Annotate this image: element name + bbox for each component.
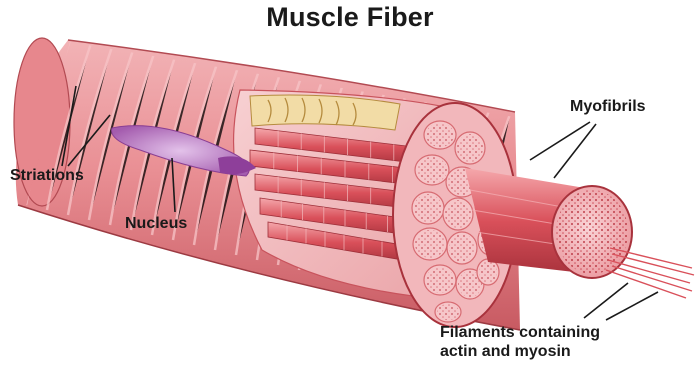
extended-myofibril — [465, 168, 632, 278]
myofibril-dots — [426, 123, 454, 147]
label-filaments-line2: actin and myosin — [440, 342, 600, 361]
myofibril-dots — [414, 194, 442, 222]
label-filaments: Filaments containing actin and myosin — [440, 323, 600, 361]
myofibril-dots — [426, 267, 454, 293]
label-filaments-line1: Filaments containing — [440, 323, 600, 342]
myofibril-dots — [415, 230, 445, 258]
leader-filaments-2 — [606, 292, 658, 320]
leader-myofibrils-1 — [530, 122, 590, 160]
myofibril-dots — [449, 234, 475, 262]
label-nucleus: Nucleus — [125, 214, 187, 233]
myofibril-dots — [437, 304, 459, 320]
myofibril-dots — [479, 261, 497, 283]
myofibril-dots — [457, 134, 483, 162]
myofibril-dots — [417, 157, 447, 183]
label-myofibrils: Myofibrils — [570, 97, 646, 116]
label-striations: Striations — [10, 166, 84, 185]
leader-filaments-1 — [584, 283, 628, 318]
diagram-title: Muscle Fiber — [0, 2, 700, 33]
myofibril-dots — [445, 200, 471, 228]
